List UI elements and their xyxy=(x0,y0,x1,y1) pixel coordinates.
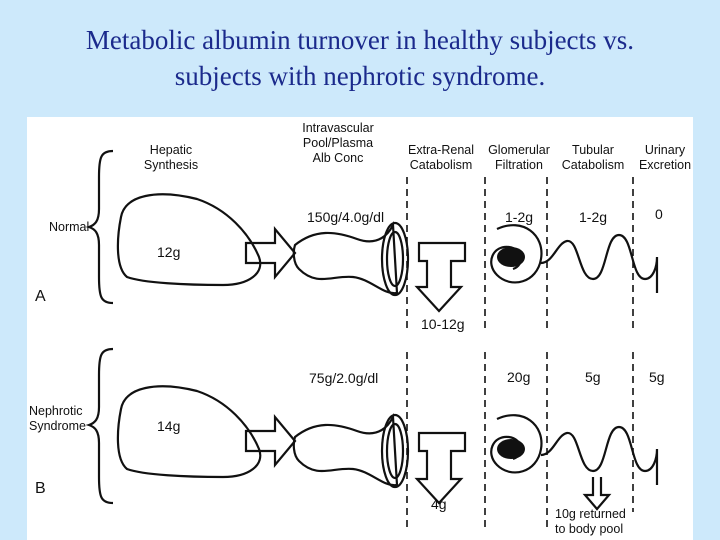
nephrotic-row-brace xyxy=(89,349,113,503)
nephrotic-glomerulus-tuft xyxy=(497,439,525,459)
normal-tubular-value: 1-2g xyxy=(579,210,607,225)
normal-extrarenal-arrow xyxy=(417,243,465,311)
row-label-normal: Normal xyxy=(49,220,89,235)
title-line-1: Metabolic albumin turnover in healthy su… xyxy=(0,22,720,58)
nephrotic-extrarenal-value: 4g xyxy=(431,497,447,512)
row-letter-a: A xyxy=(35,289,46,304)
normal-synthesis-value: 12g xyxy=(157,245,180,260)
returned-to-pool-arrow xyxy=(585,477,609,509)
normal-glomerulus-tuft xyxy=(497,247,525,267)
nephrotic-liver-shape xyxy=(118,386,260,477)
normal-glomerular-value: 1-2g xyxy=(505,210,533,225)
diagram-drawing xyxy=(27,117,693,540)
nephrotic-tubule-path xyxy=(541,427,657,485)
nephrotic-glomerular-value: 20g xyxy=(507,370,530,385)
row-letter-b: B xyxy=(35,481,46,496)
normal-row-brace xyxy=(89,151,113,303)
nephrotic-pool-value: 75g/2.0g/dl xyxy=(309,371,378,386)
normal-liver-shape xyxy=(118,194,260,285)
nephrotic-synthesis-arrow xyxy=(246,417,295,465)
normal-pool-value: 150g/4.0g/dl xyxy=(307,210,384,225)
title-line-2: subjects with nephrotic syndrome. xyxy=(0,58,720,94)
normal-extrarenal-value: 10-12g xyxy=(421,317,465,332)
slide-title: Metabolic albumin turnover in healthy su… xyxy=(0,22,720,94)
nephrotic-urinary-value: 5g xyxy=(649,370,665,385)
nephrotic-extrarenal-arrow xyxy=(417,433,465,503)
normal-tubule-path xyxy=(541,235,657,293)
nephrotic-synthesis-value: 14g xyxy=(157,419,180,434)
normal-synthesis-arrow xyxy=(246,229,295,277)
normal-urinary-value: 0 xyxy=(655,207,663,222)
nephrotic-tubular-value: 5g xyxy=(585,370,601,385)
